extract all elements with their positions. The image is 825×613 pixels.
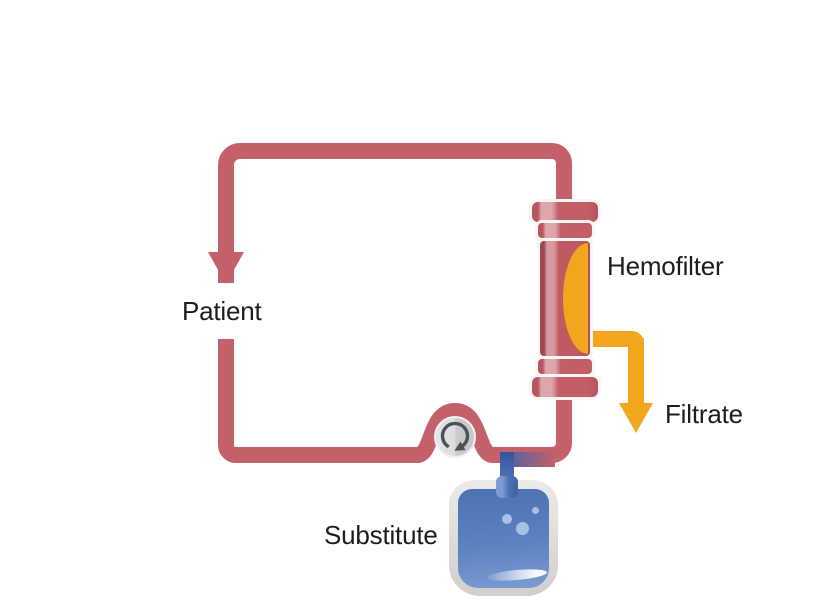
pump-icon [400, 402, 500, 463]
hemofilter-bottom-cap [529, 374, 601, 400]
bag-bubble [502, 514, 512, 524]
rotation-arrow-icon [440, 421, 470, 449]
filtrate-down-arrow-icon [619, 403, 653, 433]
patient-line-gap [206, 283, 248, 339]
substitute-bag-port [496, 476, 518, 498]
bag-bubble [532, 507, 539, 514]
pump-line-wave [400, 402, 500, 463]
substitute-label: Substitute [324, 520, 438, 550]
patient-down-arrow-icon [208, 252, 244, 284]
hemofilter-body [537, 238, 593, 359]
hemofilter-membrane [563, 243, 588, 354]
hemofilter-label: Hemofilter [607, 251, 724, 281]
patient-label: Patient [182, 296, 262, 326]
rotation-arrowhead-icon [454, 441, 466, 451]
filtrate-label: Filtrate [665, 399, 743, 429]
bag-bubble [516, 522, 529, 535]
filtrate-pipe-vertical [628, 338, 644, 404]
